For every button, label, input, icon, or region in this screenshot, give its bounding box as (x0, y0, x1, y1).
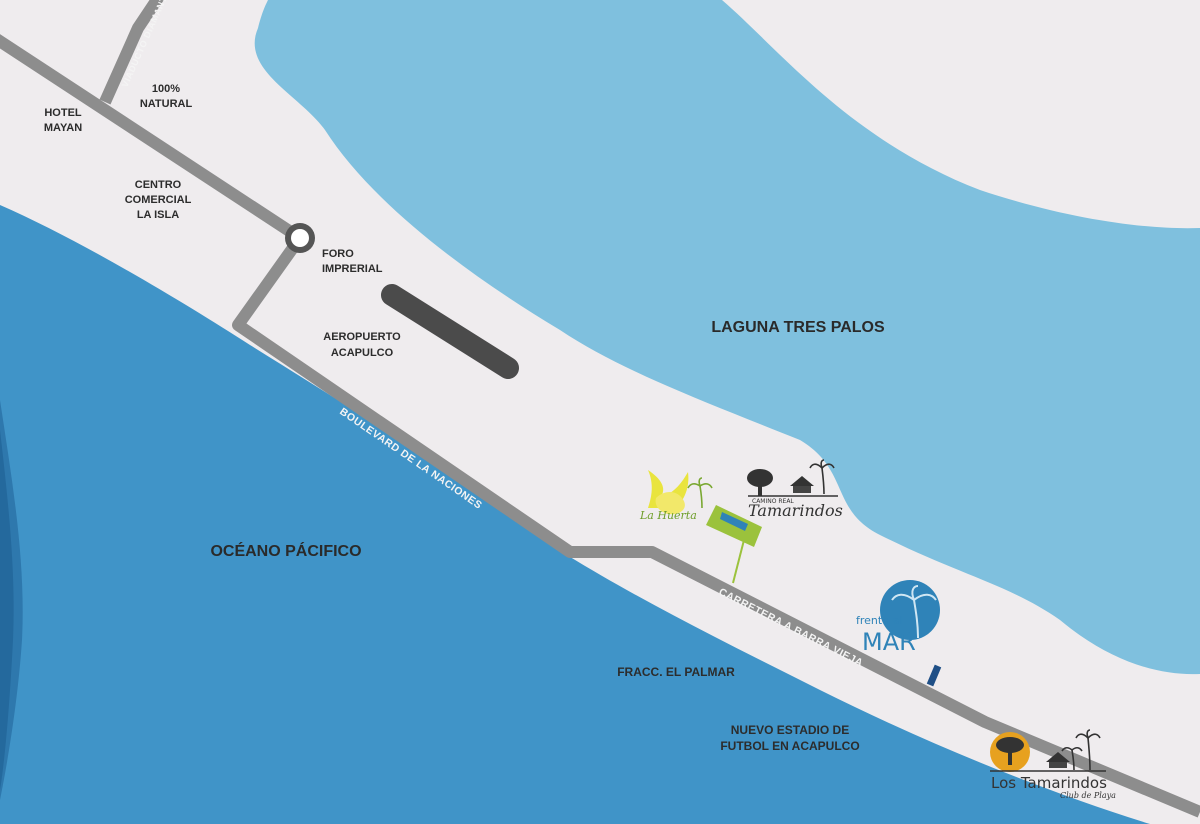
frente-al-mar-marker (926, 664, 942, 687)
road-viaducto (99, 0, 164, 105)
airport-runway-icon (381, 284, 519, 379)
label-oceano-pacifico: OCÉANO PÁCIFICO (210, 541, 361, 560)
los-tamarindos-big-text: Los Tamarindos (991, 774, 1107, 792)
frente-al-mar-logo: frente al MAR (856, 580, 942, 687)
label-hotel-mayan-2: MAYAN (44, 122, 82, 134)
la-huerta-text: La Huerta (639, 509, 697, 522)
palm-tree-icon (809, 459, 835, 495)
hut-icon (1046, 752, 1070, 768)
label-centro-3: LA ISLA (137, 209, 179, 221)
sun-swirl-icon (655, 492, 685, 515)
los-tamarindos-logo: Los Tamarindos Club de Playa (990, 729, 1116, 800)
camino-real-tamarindos-logo: CAMINO REAL Tamarindos (747, 459, 843, 520)
palm-tree-icon (891, 585, 937, 639)
label-estadio-2: FUTBOL EN ACAPULCO (720, 739, 859, 753)
camino-real-big-text: Tamarindos (748, 501, 843, 520)
label-natural-2: NATURAL (140, 98, 193, 110)
la-huerta-plot (706, 505, 762, 584)
palm-tree-icon (1061, 729, 1101, 771)
palm-tree-icon (687, 477, 713, 509)
label-laguna-tres-palos: LAGUNA TRES PALOS (711, 319, 885, 336)
la-huerta-logo: La Huerta (639, 470, 713, 522)
club-de-playa-text: Club de Playa (1060, 791, 1116, 800)
roundabout-icon (285, 223, 315, 253)
label-centro-1: CENTRO (135, 179, 182, 191)
label-foro-1: FORO (322, 248, 354, 260)
label-centro-2: COMERCIAL (125, 194, 192, 206)
camino-real-small-text: CAMINO REAL (752, 498, 794, 505)
label-estadio-1: NUEVO ESTADIO DE (731, 723, 849, 737)
ocean-water (0, 205, 1150, 824)
frente-al-small-text: frente al (856, 614, 902, 627)
label-foro-2: IMPRERIAL (322, 263, 383, 275)
label-fracc-el-palmar: FRACC. EL PALMAR (617, 665, 735, 679)
label-aeropuerto-1: AEROPUERTO (323, 331, 401, 343)
lagoon-water (254, 0, 1200, 675)
label-hotel-mayan-1: HOTEL (44, 107, 82, 119)
road-main-west (0, 34, 304, 244)
label-natural-1: 100% (152, 83, 180, 95)
tree-icon (996, 737, 1024, 765)
hut-icon (790, 476, 814, 493)
ocean-edge-left-shadow (0, 430, 14, 790)
label-aeropuerto-2: ACAPULCO (331, 347, 394, 359)
frente-mar-big-text: MAR (862, 628, 916, 656)
tree-icon (747, 469, 773, 496)
